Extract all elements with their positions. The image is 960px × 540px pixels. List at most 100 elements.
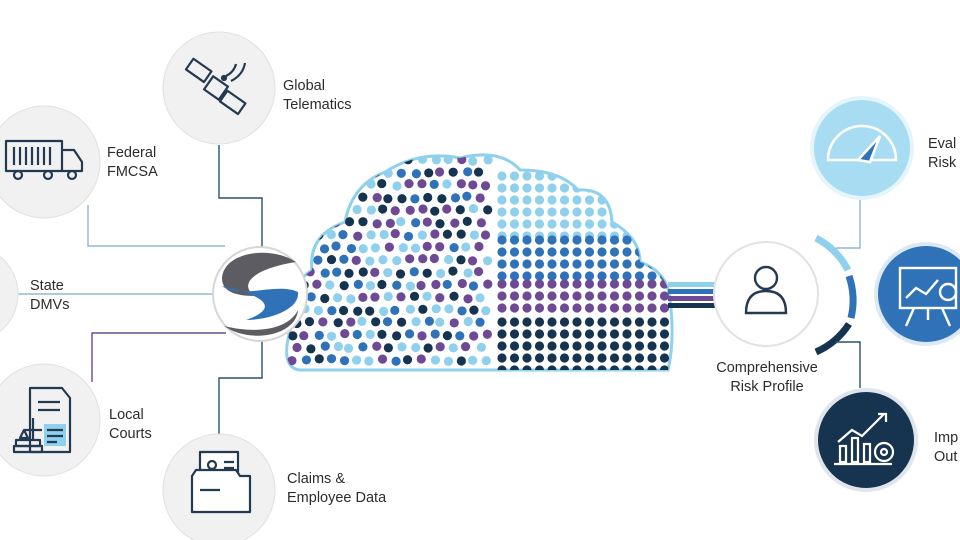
output-pipe xyxy=(668,282,720,308)
cloud-dot xyxy=(497,353,507,363)
cloud-dot xyxy=(534,259,545,269)
cloud-dot xyxy=(534,195,545,205)
cloud-dot xyxy=(435,342,445,352)
cloud-dot xyxy=(559,329,570,339)
cloud-dot xyxy=(572,235,582,245)
cloud-dot xyxy=(559,207,570,217)
cloud-dot xyxy=(584,365,595,370)
cloud-dot xyxy=(346,294,356,304)
cloud-dot xyxy=(497,303,507,313)
cloud-dot xyxy=(377,329,387,339)
cloud-dot xyxy=(307,193,317,203)
cloud-dot xyxy=(572,341,582,351)
cloud-dot xyxy=(287,155,297,165)
cloud-dot xyxy=(547,195,557,205)
cloud-dot xyxy=(509,329,520,339)
cloud-dot xyxy=(480,230,491,240)
cloud-dot xyxy=(424,168,434,178)
cloud-dot xyxy=(325,280,335,290)
cloud-dot xyxy=(647,235,657,245)
cloud-dot xyxy=(597,341,607,351)
label-line: Local xyxy=(109,407,144,423)
cloud-dot xyxy=(622,291,632,301)
label-line: Telematics xyxy=(283,97,352,113)
cloud-dot xyxy=(559,183,570,193)
cloud-dot xyxy=(572,279,582,289)
cloud-dot xyxy=(497,247,507,257)
cloud-dot xyxy=(377,279,387,290)
cloud-dot xyxy=(292,342,302,353)
cloud-dot xyxy=(659,317,670,327)
cloud-dot xyxy=(448,343,458,353)
cloud-dot xyxy=(509,235,520,245)
cloud-dot xyxy=(509,171,520,181)
source-claims xyxy=(162,433,276,540)
cloud-dot xyxy=(534,317,545,327)
cloud-dot xyxy=(365,256,375,266)
cloud-dot xyxy=(473,266,484,277)
cloud-dot xyxy=(597,365,607,370)
cloud-dot xyxy=(572,271,582,281)
cloud-dot xyxy=(291,243,302,253)
cloud-dot xyxy=(463,294,473,304)
cloud-dot xyxy=(572,207,582,217)
output-evaluate xyxy=(810,96,914,200)
cloud-dot xyxy=(584,279,595,289)
cloud-dot xyxy=(382,317,393,327)
cloud-dot xyxy=(287,179,297,189)
cloud-dot xyxy=(647,279,657,289)
cloud-dot xyxy=(509,271,520,281)
cloud-dot xyxy=(584,195,595,205)
cloud-dot xyxy=(522,279,532,289)
cloud-dot xyxy=(497,235,507,245)
cloud-dot xyxy=(365,306,375,316)
cloud-dot xyxy=(547,341,557,351)
cloud-dot xyxy=(609,353,620,363)
cloud-dot xyxy=(417,230,427,240)
cloud-dot xyxy=(314,354,324,364)
cloud-dot xyxy=(430,229,440,239)
cloud-dot xyxy=(572,247,582,257)
cloud-dot xyxy=(634,259,645,269)
cloud-dot xyxy=(404,329,415,339)
gauge-icon xyxy=(826,124,898,164)
cloud-dot xyxy=(534,341,545,351)
cloud-dot xyxy=(365,155,375,165)
cloud-dot xyxy=(405,304,416,314)
cloud-dot xyxy=(547,271,557,281)
cloud-dot xyxy=(378,204,388,214)
cloud-dot xyxy=(475,193,485,203)
cloud-dot xyxy=(609,279,620,289)
source-telematics xyxy=(162,31,276,145)
cloud-dot xyxy=(522,235,532,245)
cloud-dot xyxy=(370,243,381,253)
cloud-dot xyxy=(299,331,309,341)
cloud-dot xyxy=(397,342,407,352)
cloud-dot xyxy=(437,194,447,204)
cloud-dot xyxy=(534,271,545,281)
label-claims-employee-data: Claims & Employee Data xyxy=(287,470,386,508)
cloud-dot xyxy=(370,267,380,277)
cloud-dot xyxy=(300,181,310,191)
cloud-dot xyxy=(509,183,520,193)
cloud-dot xyxy=(377,354,388,364)
source-courts xyxy=(0,363,101,477)
cloud-dot xyxy=(634,207,645,217)
cloud-dot xyxy=(442,229,453,239)
cloud-dot xyxy=(417,179,427,189)
label-line: Claims & xyxy=(287,471,346,487)
cloud-dot xyxy=(522,207,532,217)
cloud-dot xyxy=(429,253,439,264)
cloud-dot xyxy=(547,303,557,313)
cloud-dot xyxy=(410,194,420,204)
cloud-dot xyxy=(572,353,582,363)
cloud-dot xyxy=(326,230,336,240)
cloud-dot xyxy=(634,365,645,370)
cloud-dot xyxy=(456,229,466,239)
cloud-dot xyxy=(403,231,414,242)
cloud-dot xyxy=(435,317,445,327)
cloud-dot xyxy=(299,155,309,165)
cloud-dot xyxy=(647,271,657,281)
cloud-dot xyxy=(597,329,607,339)
cloud-dot xyxy=(431,155,442,165)
